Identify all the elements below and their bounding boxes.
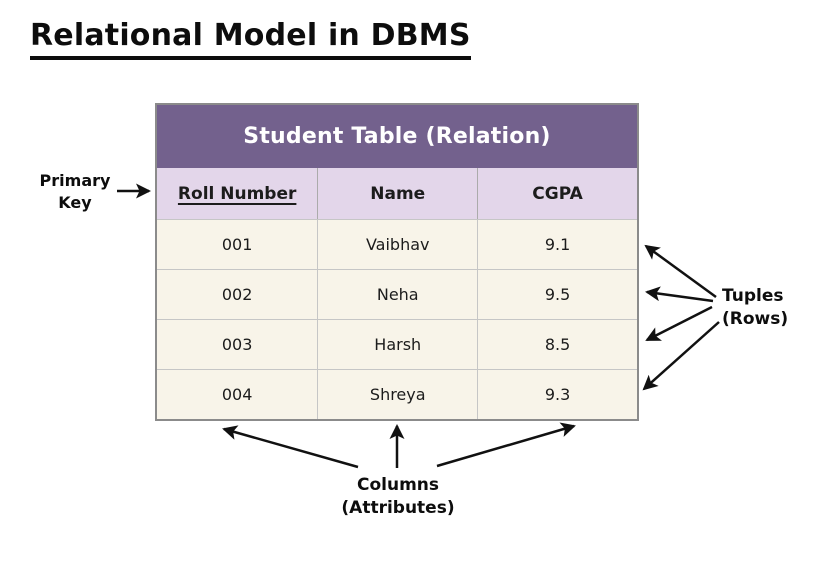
arrow-tuple-row3	[645, 305, 713, 342]
arrow-column-roll-number	[222, 425, 359, 469]
arrow-tuple-row1	[644, 244, 717, 299]
page-title: Relational Model in DBMS	[30, 18, 471, 60]
tuples-label-line2: (Rows)	[722, 308, 789, 329]
cell-roll-number: 001	[221, 235, 253, 254]
columns-label: Columns (Attributes)	[310, 474, 486, 520]
column-header-cgpa: CGPA	[477, 168, 637, 219]
columns-label-line2: (Attributes)	[341, 497, 455, 518]
cell-name: Shreya	[317, 370, 477, 419]
table-row: 002 Neha 9.5	[157, 269, 637, 319]
arrow-tuple-row4	[642, 321, 720, 391]
cell-name: Vaibhav	[317, 220, 477, 269]
cell-cgpa: 9.5	[477, 270, 637, 319]
cell-roll-number: 004	[221, 385, 253, 404]
primary-key-label: Primary Key	[33, 170, 117, 213]
column-header-roll-number: Roll Number	[177, 183, 297, 204]
cell-cgpa: 8.5	[477, 320, 637, 369]
table-row: 004 Shreya 9.3	[157, 369, 637, 419]
cell-cgpa: 9.1	[477, 220, 637, 269]
cell-roll-number: 003	[221, 335, 253, 354]
arrow-column-cgpa	[436, 422, 576, 468]
tuples-label: Tuples (Rows)	[722, 285, 788, 331]
cell-roll-number: 002	[221, 285, 253, 304]
column-header-name: Name	[317, 168, 477, 219]
columns-label-line1: Columns	[356, 475, 440, 495]
table-row: 003 Harsh 8.5	[157, 319, 637, 369]
student-table: Student Table (Relation) Roll Number Nam…	[155, 103, 639, 421]
primary-key-label-line2: Key	[58, 192, 92, 212]
tuples-label-line1: Tuples	[722, 286, 784, 306]
table-row: 001 Vaibhav 9.1	[157, 219, 637, 269]
cell-name: Harsh	[317, 320, 477, 369]
cell-name: Neha	[317, 270, 477, 319]
arrow-tuple-row2	[645, 286, 714, 303]
cell-cgpa: 9.3	[477, 370, 637, 419]
table-header-row: Roll Number Name CGPA	[157, 168, 637, 219]
table-title: Student Table (Relation)	[157, 105, 637, 168]
primary-key-label-line1: Primary	[39, 171, 111, 190]
